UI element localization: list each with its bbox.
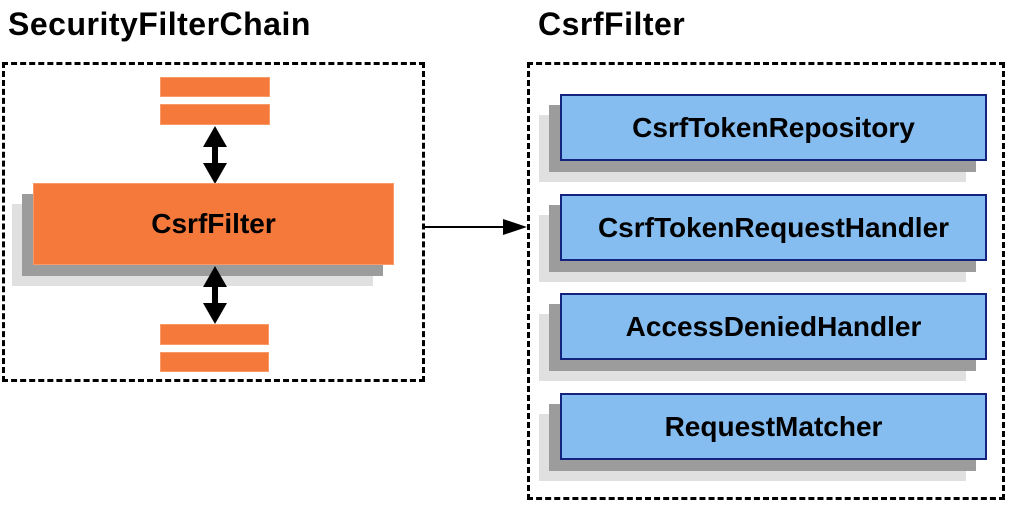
csrf-filter-node: CsrfFilter (33, 183, 394, 265)
double-headed-arrow-icon (203, 126, 227, 184)
filter-placeholder-bar-bottom-1 (160, 324, 269, 345)
bidirectional-arrow-top-icon (200, 126, 230, 184)
component-label: AccessDeniedHandler (625, 310, 922, 342)
csrf-filter-title: CsrfFilter (538, 6, 686, 42)
filter-placeholder-bar-top-2 (160, 104, 270, 125)
flow-arrow-icon (425, 217, 528, 237)
component-label: CsrfTokenRequestHandler (597, 211, 950, 243)
component-label: RequestMatcher (664, 410, 883, 442)
component-box-csrf-token-request-handler: CsrfTokenRequestHandler (560, 194, 987, 261)
component-box-access-denied-handler: AccessDeniedHandler (560, 293, 987, 360)
filter-placeholder-bar-top-1 (160, 77, 270, 97)
component-label: CsrfTokenRepository (632, 111, 915, 143)
csrf-filter-components-container: CsrfTokenRepository CsrfTokenRequestHand… (527, 62, 1005, 500)
component-box-csrf-token-repository: CsrfTokenRepository (560, 94, 987, 161)
security-filter-chain-container: CsrfFilter (2, 62, 425, 382)
filter-placeholder-bar-bottom-2 (160, 352, 269, 372)
bidirectional-arrow-bottom-icon (200, 266, 230, 324)
component-box-request-matcher: RequestMatcher (560, 393, 987, 460)
right-arrow-icon (425, 219, 527, 235)
csrf-filter-node-label: CsrfFilter (151, 208, 276, 239)
security-filter-chain-title: SecurityFilterChain (8, 6, 311, 42)
double-headed-arrow-icon (203, 266, 227, 324)
